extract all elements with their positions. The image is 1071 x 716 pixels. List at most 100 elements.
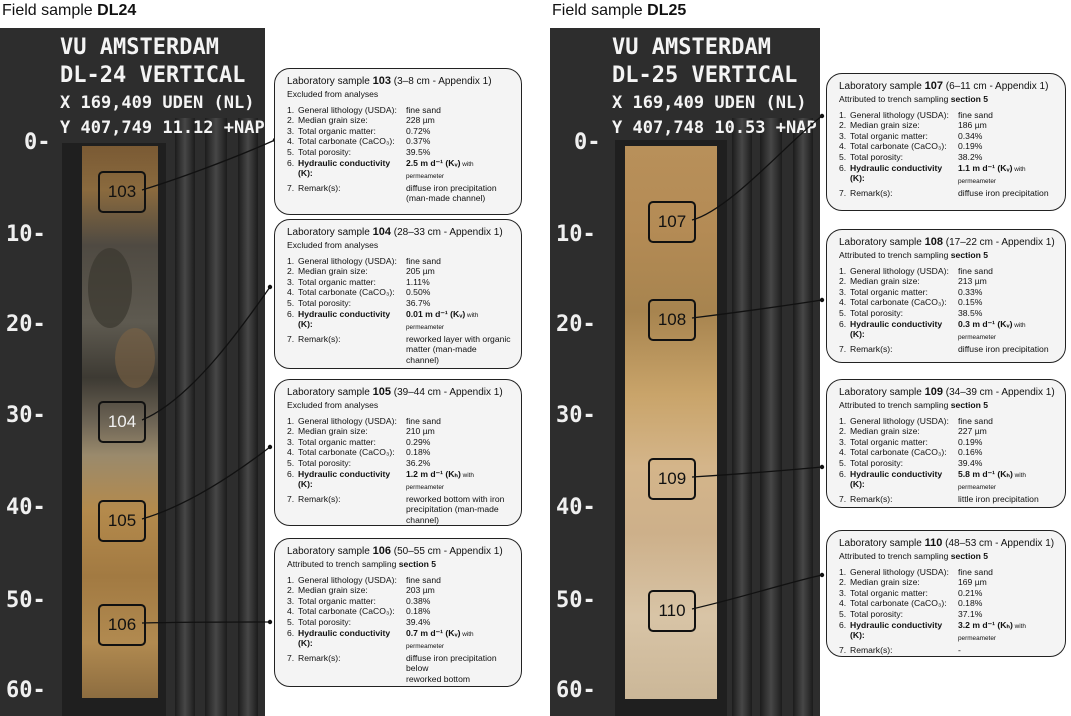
property-number: 4. <box>287 287 295 298</box>
property-label: Median grain size: <box>298 585 368 596</box>
property-number: 5. <box>287 616 295 627</box>
remark-line: diffuse iron precipitation below <box>406 652 497 674</box>
property-value: 0.18% <box>406 447 431 458</box>
panel-title-prefix: Field sample <box>552 2 648 19</box>
property-row: 2.Median grain size:227 µm <box>839 426 1055 437</box>
sample-box[interactable]: 110 <box>648 590 696 632</box>
property-label: Median grain size: <box>298 115 368 126</box>
depth-tick: 40- <box>6 495 46 520</box>
property-number: 1. <box>287 415 295 426</box>
property-row-conductivity: 6.Hydraulic conductivity (K):0.7 m d⁻¹ (… <box>287 628 511 653</box>
sample-box[interactable]: 107 <box>648 201 696 243</box>
property-number: 6. <box>839 468 847 479</box>
card-subtitle: Attributed to trench sampling section 5 <box>839 94 1055 105</box>
remark-line: (man-made channel) <box>406 193 486 204</box>
card-subtitle-text: Attributed to trench sampling <box>839 94 951 104</box>
property-value: 0.50% <box>406 287 431 298</box>
property-label: Median grain size: <box>298 426 368 437</box>
card-title: Laboratory sample 105 (39–44 cm - Append… <box>287 386 511 399</box>
property-value: 186 µm <box>958 120 987 131</box>
card-subtitle-bold: section 5 <box>398 559 437 569</box>
property-value: 37.1% <box>958 608 983 619</box>
property-label: Total carbonate (CaCO₃): <box>850 297 947 308</box>
property-row: 5.Total porosity:36.7% <box>287 298 511 309</box>
depth-tick: 60- <box>556 678 596 703</box>
connector-dot <box>819 572 825 578</box>
property-row-remarks: 7.Remark(s):diffuse iron precipitation <box>839 188 1055 199</box>
property-label: Median grain size: <box>298 266 368 277</box>
sample-box[interactable]: 104 <box>98 401 146 443</box>
property-label: General lithology (USDA): <box>850 265 949 276</box>
property-number: 4. <box>839 141 847 152</box>
property-number: 5. <box>287 457 295 468</box>
property-row: 4.Total carbonate (CaCO₃):0.37% <box>287 136 511 147</box>
property-value: 38.5% <box>958 307 983 318</box>
depth-tick: 40- <box>556 495 596 520</box>
remark-line: little iron precipitation <box>958 493 1039 504</box>
property-number: 3. <box>287 436 295 447</box>
property-number: 4. <box>287 606 295 617</box>
property-label: Total carbonate (CaCO₃): <box>298 136 395 147</box>
conductivity-note: with permeameter <box>406 160 474 181</box>
card-subtitle: Attributed to trench sampling section 5 <box>287 559 511 570</box>
remark-line: diffuse iron precipitation <box>406 182 497 193</box>
property-number: 6. <box>839 162 847 173</box>
sample-box[interactable]: 109 <box>648 458 696 500</box>
card-title-suffix: (34–39 cm - Appendix 1) <box>942 387 1055 398</box>
property-row: 4.Total carbonate (CaCO₃):0.18% <box>839 598 1055 609</box>
property-row: 3.Total organic matter:0.72% <box>287 126 511 137</box>
property-label: Total porosity: <box>298 616 352 627</box>
conductivity-note: with permeameter <box>958 321 1026 342</box>
property-number: 7. <box>839 343 847 354</box>
panel-title-dl24: Field sample DL24 <box>2 2 136 20</box>
depth-tick: 30- <box>556 403 596 428</box>
property-label: Remark(s): <box>850 343 893 354</box>
card-title: Laboratory sample 103 (3–8 cm - Appendix… <box>287 75 511 88</box>
card-sample-id: 106 <box>372 545 391 557</box>
property-label: Total organic matter: <box>298 595 376 606</box>
property-number: 6. <box>287 627 295 638</box>
property-number: 2. <box>839 120 847 131</box>
card-subtitle: Attributed to trench sampling section 5 <box>839 551 1055 562</box>
property-row: 2.Median grain size:213 µm <box>839 276 1055 287</box>
sample-box[interactable]: 103 <box>98 171 146 213</box>
property-number: 3. <box>839 436 847 447</box>
depth-tick: 10- <box>6 222 46 247</box>
sample-box[interactable]: 108 <box>648 299 696 341</box>
card-sample-id: 103 <box>372 75 391 87</box>
card-subtitle: Excluded from analyses <box>287 400 511 411</box>
property-label: Total porosity: <box>298 146 352 157</box>
property-number: 7. <box>287 652 295 663</box>
card-title-prefix: Laboratory sample <box>287 76 373 87</box>
connector-dot <box>267 444 273 450</box>
conductivity-value: 1.1 m d⁻¹ (Kᵥ) <box>958 162 1013 173</box>
property-label: Remark(s): <box>850 187 893 198</box>
sample-box[interactable]: 106 <box>98 604 146 646</box>
core-label-line: DL-25 VERTICAL <box>612 63 798 88</box>
remark-line: reworked layer with organic <box>406 333 511 344</box>
sample-box[interactable]: 105 <box>98 500 146 542</box>
property-number: 5. <box>839 457 847 468</box>
property-row: 5.Total porosity:37.1% <box>839 609 1055 620</box>
property-label: Total porosity: <box>850 307 904 318</box>
property-label: Total organic matter: <box>298 436 376 447</box>
property-number: 6. <box>839 318 847 329</box>
property-row: 1.General lithology (USDA):fine sand <box>839 266 1055 277</box>
core-label-line: VU AMSTERDAM <box>60 35 219 60</box>
card-title-suffix: (3–8 cm - Appendix 1) <box>390 76 492 87</box>
card-subtitle-bold: section 5 <box>950 400 989 410</box>
conductivity-value: 0.01 m d⁻¹ (Kᵥ) <box>406 308 466 319</box>
depth-tick: 50- <box>6 588 46 613</box>
card-subtitle-text: Excluded from analyses <box>287 400 379 410</box>
card-subtitle-text: Attributed to trench sampling <box>287 559 399 569</box>
property-number: 1. <box>287 574 295 585</box>
property-label: Total organic matter: <box>850 130 928 141</box>
property-value: 227 µm <box>958 426 987 437</box>
property-number: 4. <box>839 447 847 458</box>
property-value: 0.29% <box>406 436 431 447</box>
property-row-conductivity: 6.Hydraulic conductivity (K):5.8 m d⁻¹ (… <box>839 469 1055 494</box>
property-row: 1.General lithology (USDA):fine sand <box>287 416 511 427</box>
card-title: Laboratory sample 106 (50–55 cm - Append… <box>287 545 511 558</box>
property-row: 3.Total organic matter: 0.29% <box>287 437 511 448</box>
